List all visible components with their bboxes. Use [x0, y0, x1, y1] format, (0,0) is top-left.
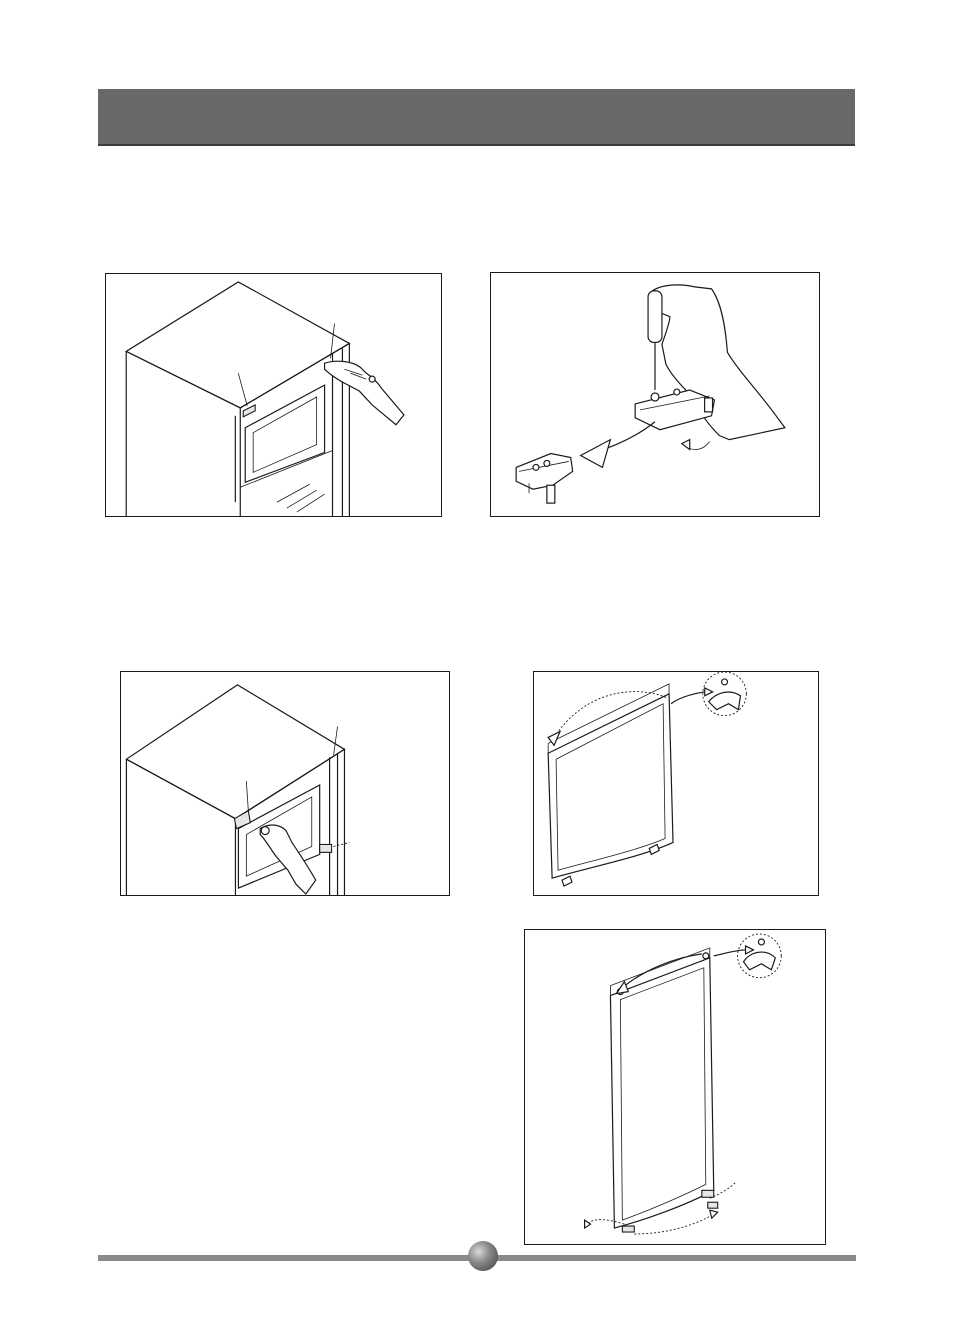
- figure-fit-hinge-cover: [120, 671, 450, 896]
- cabinet-top-illustration: [106, 274, 441, 516]
- figure-remove-hinge-cover: [105, 273, 442, 517]
- figure-swap-fridge-door: [524, 929, 826, 1245]
- section-header-bar: [98, 89, 855, 146]
- page-number-badge: [468, 1241, 498, 1271]
- figure-unscrew-hinge: [490, 272, 820, 517]
- freezer-door-illustration: [534, 672, 818, 895]
- screwdriver-hinge-illustration: [491, 273, 819, 516]
- figure-swap-freezer-door: [533, 671, 819, 896]
- fridge-door-illustration: [525, 930, 825, 1244]
- cabinet-top-refit-illustration: [121, 672, 449, 895]
